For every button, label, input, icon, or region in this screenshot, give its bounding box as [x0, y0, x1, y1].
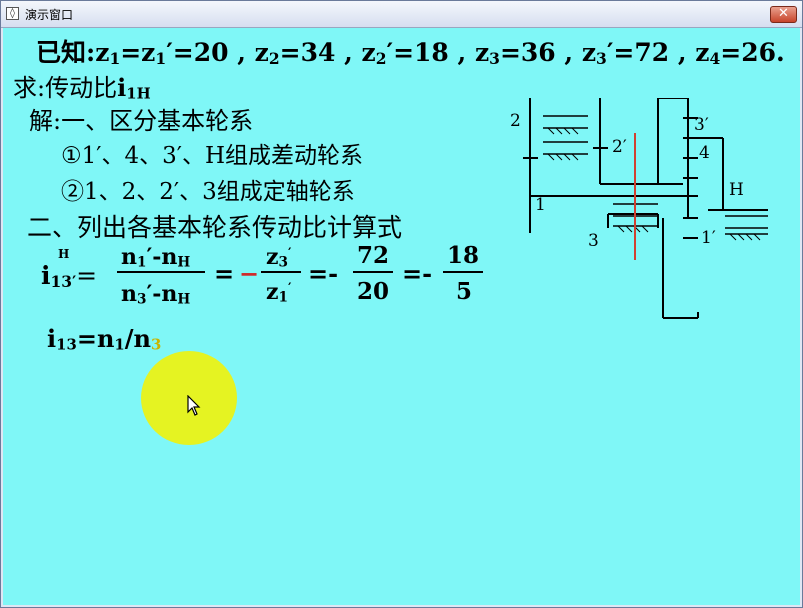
- fraction-3-denominator: 20: [357, 278, 390, 305]
- equals-minus-2: =-: [402, 259, 433, 288]
- slide-canvas: 已知:z1=z1′=20 , z2=34 , z2′=18 , z3=36 , …: [3, 28, 800, 605]
- window-title: 演示窗口: [25, 8, 74, 22]
- minus-sign-red: −: [239, 259, 260, 288]
- fraction-2-denominator: z1′: [266, 279, 292, 306]
- label-gear-3-prime: 3′: [694, 115, 709, 135]
- label-gear-1: 1: [535, 195, 546, 215]
- item-2: ②1、2、2′、3组成定轴轮系: [61, 179, 355, 205]
- gear-train-diagram: 2 2′ 3′ 4 1 H 1′ 3: [510, 98, 768, 319]
- formula-lhs: i13′H=: [41, 247, 98, 291]
- close-button[interactable]: ✕: [770, 6, 797, 23]
- label-gear-4: 4: [699, 143, 710, 163]
- fraction-4-denominator: 5: [456, 278, 473, 305]
- fraction-1-denominator: n3′-nH: [121, 281, 191, 308]
- fraction-3-numerator: 72: [357, 242, 390, 269]
- item-1: ①1′、4、3′、H组成差动轮系: [61, 143, 364, 169]
- label-gear-1-prime: 1′: [701, 228, 716, 248]
- fraction-4-bar: [443, 271, 483, 273]
- label-gear-3: 3: [588, 231, 599, 251]
- fraction-1-numerator: n1′-nH: [121, 244, 191, 271]
- label-carrier-h: H: [729, 180, 744, 200]
- equals-1: =: [214, 259, 235, 288]
- app-icon: ◊: [6, 7, 19, 20]
- given-line: 已知:z1=z1′=20 , z2=34 , z2′=18 , z3=36 , …: [36, 38, 785, 68]
- title-bar[interactable]: ◊ 演示窗口 ✕: [1, 1, 802, 28]
- label-gear-2: 2: [510, 111, 521, 131]
- solution-header: 解:一、区分基本轮系: [29, 107, 254, 135]
- fraction-4-numerator: 18: [447, 242, 480, 269]
- ask-line: 求:传动比i1H: [13, 73, 151, 103]
- equals-minus-1: =-: [308, 259, 339, 288]
- fraction-1-bar: [117, 271, 205, 273]
- fraction-3-bar: [353, 271, 393, 273]
- fraction-2-numerator: z3′: [266, 244, 292, 271]
- fraction-2-bar: [261, 271, 301, 273]
- mouse-cursor-icon: [187, 395, 201, 416]
- equation-i13: i13=n1/n3: [47, 324, 162, 354]
- step-2-heading: 二、列出各基本轮系传动比计算式: [27, 213, 403, 242]
- label-gear-2-prime: 2′: [612, 137, 627, 157]
